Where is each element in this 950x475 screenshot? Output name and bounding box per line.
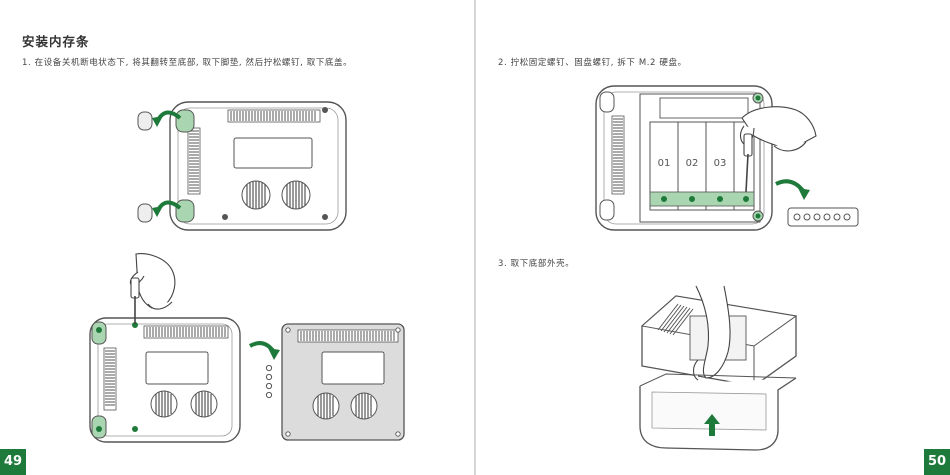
step-1-text: 1. 在设备关机断电状态下, 将其翻转至底部, 取下脚垫, 然后拧松螺钉, 取下… <box>22 56 352 68</box>
slot-label-03: 03 <box>714 158 727 169</box>
illustration-remove-feet <box>130 96 350 236</box>
right-page: 2. 拧松固定螺钉、固盘螺钉, 拆下 M.2 硬盘。 <box>476 0 950 475</box>
left-page: 安装内存条 1. 在设备关机断电状态下, 将其翻转至底部, 取下脚垫, 然后拧松… <box>0 0 474 475</box>
illustration-remove-bottom-shell <box>636 286 812 452</box>
illustration-remove-m2-drive: 01 02 03 <box>594 84 864 234</box>
slot-label-02: 02 <box>686 158 699 169</box>
section-title: 安装内存条 <box>22 31 90 50</box>
slot-label-01: 01 <box>658 158 671 169</box>
page-number-right: 50 <box>924 449 950 475</box>
illustration-remove-bottom-cover <box>88 252 408 444</box>
vent-grille <box>228 110 320 122</box>
page-number-left: 49 <box>0 449 26 475</box>
step-3-text: 3. 取下底部外壳。 <box>498 257 574 269</box>
step-2-text: 2. 拧松固定螺钉、固盘螺钉, 拆下 M.2 硬盘。 <box>498 56 687 68</box>
